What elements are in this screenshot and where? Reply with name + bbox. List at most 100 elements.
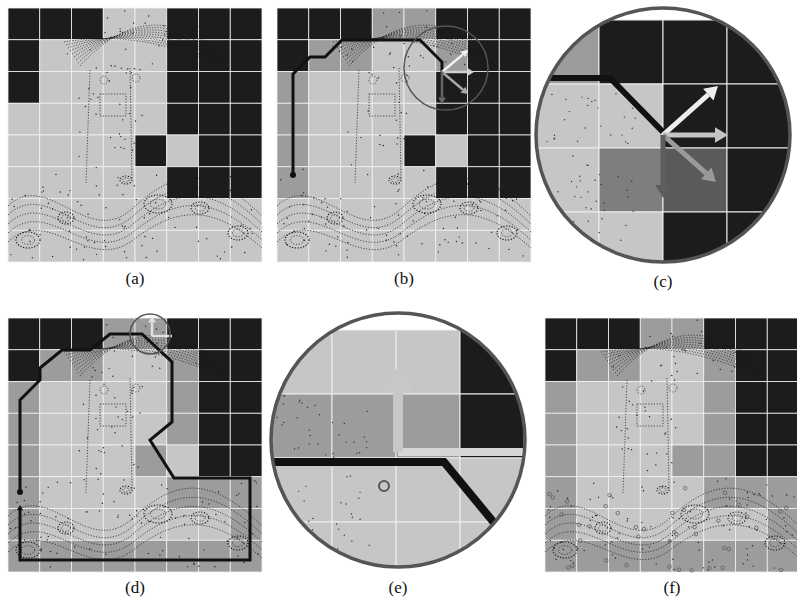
point-cloud [8,335,262,559]
grid-cell [767,413,797,445]
grid-cell [8,40,40,72]
grid-cell [40,72,72,104]
grid-cell [103,509,135,541]
grid-cell [40,167,72,199]
grid-cell [577,318,609,350]
grid-cell [372,167,404,199]
grid-cell [704,382,736,414]
grid-cell [736,413,768,445]
grid-cell [499,230,531,262]
direction-arrow [663,95,708,135]
direction-arrow [393,392,403,452]
grid-cell [672,540,704,572]
grid-cell [309,8,341,40]
grid-cell [40,477,72,509]
grid-cell [8,477,40,509]
grid-cell [8,135,40,167]
grid-cell [72,40,104,72]
grid-cell [230,445,262,477]
grid-cell [545,413,577,445]
grid-cell [499,135,531,167]
grid-cell [577,445,609,477]
direction-arrow [663,135,706,173]
grid-cell [736,477,768,509]
grid-cell [167,135,199,167]
grid-cell [103,199,135,231]
arrow-head [382,366,413,392]
grid-cell [640,509,672,541]
grid-cell [309,230,341,262]
grid-cell [545,445,577,477]
arrow-head [468,68,475,76]
grid-cell [8,350,40,382]
grid-cell [199,477,231,509]
grid-cell [167,167,199,199]
grid-cell [230,40,262,72]
grid-cell [230,413,262,445]
grid-cell [545,318,577,350]
explore-path [293,40,442,175]
grid-cell [103,382,135,414]
grid-cell [609,509,641,541]
grid-cell [672,413,704,445]
grid-cell [372,103,404,135]
grid-cell [468,167,500,199]
grid-cell [72,72,104,104]
zoom-ring [404,26,488,110]
grid-cell [277,230,309,262]
direction-arrow [151,323,154,337]
grid-cell [135,509,167,541]
grid-cell [341,135,373,167]
grid-cell [499,199,531,231]
grid-cell [499,72,531,104]
grid-cell [72,135,104,167]
grid-cell [167,72,199,104]
grid-cell [341,8,373,40]
points [10,10,253,260]
direction-arrow [442,72,463,90]
grid-cell [767,540,797,572]
grid-cell [468,230,500,262]
arrow-head [703,86,718,100]
grid-cell [341,72,373,104]
grid-cell [672,318,704,350]
grid-cell [704,445,736,477]
grid-cell [8,230,40,262]
grid-cell [72,382,104,414]
zoom-view [535,20,791,276]
grid-cell [230,199,262,231]
grid-cell [8,199,40,231]
grid-cell [277,199,309,231]
grid-cell [609,318,641,350]
grid-cell [8,167,40,199]
grid-cell [767,445,797,477]
grid-cell [545,382,577,414]
grid-cell [404,230,436,262]
grid-cell [309,135,341,167]
arrow-head [17,505,23,510]
grid-cell [199,8,231,40]
grid-cell [199,350,231,382]
grid-cell [577,540,609,572]
grid-cell [199,103,231,135]
grid-cell [40,103,72,135]
grid-cell [640,318,672,350]
grid-cell [372,8,404,40]
grid-cell [499,8,531,40]
grid-cell [135,8,167,40]
grid-map [545,318,797,572]
grid-cell [230,509,262,541]
grid-cell [404,135,436,167]
grid-cell [341,40,373,72]
grid-cell [167,318,199,350]
grid-cell [609,413,641,445]
grid-cell [372,40,404,72]
grid-cell [767,382,797,414]
grid-cell [436,135,468,167]
grid-cell [577,382,609,414]
grid-cell [72,167,104,199]
point-cloud [8,25,262,249]
grid-cell [767,509,797,541]
arrow-head [715,127,728,143]
grid-cell [199,413,231,445]
